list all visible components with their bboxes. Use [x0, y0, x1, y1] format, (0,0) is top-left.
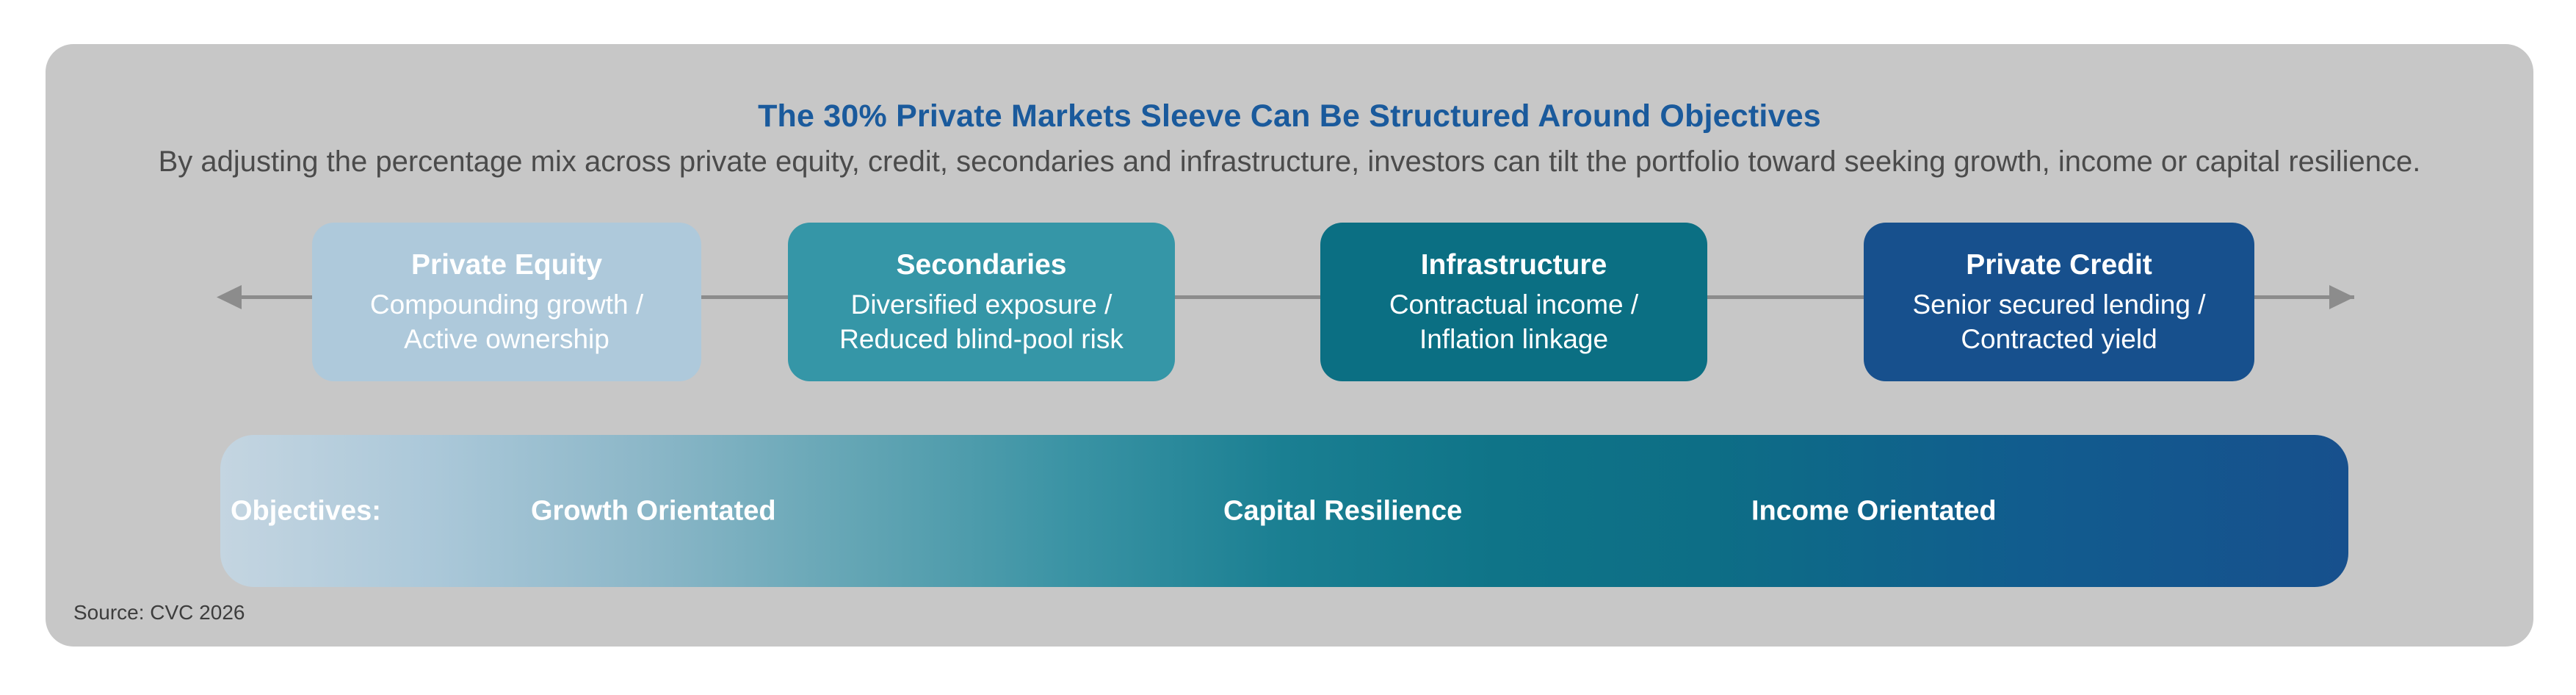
box-description-line: Senior secured lending /: [1912, 289, 2206, 320]
box-description-line: Compounding growth /: [369, 289, 644, 320]
box-description-line: Diversified exposure /: [850, 289, 1112, 320]
box-description-line: Active ownership: [404, 324, 609, 354]
box-description-line: Inflation linkage: [1419, 324, 1609, 354]
box-secondaries: Secondaries Diversified exposure / Reduc…: [788, 223, 1175, 381]
page-title: The 30% Private Markets Sleeve Can Be St…: [758, 98, 1821, 134]
box-description-line: Contracted yield: [1961, 324, 2157, 354]
page-subtitle: By adjusting the percentage mix across p…: [158, 145, 2421, 178]
box-infrastructure: Infrastructure Contractual income / Infl…: [1320, 223, 1707, 381]
right-arrow-icon: [2329, 285, 2354, 309]
spectrum-axis-line: [239, 295, 2354, 299]
left-arrow-icon: [217, 285, 242, 309]
slide-card: The 30% Private Markets Sleeve Can Be St…: [46, 44, 2533, 647]
box-title: Private Equity: [410, 249, 603, 281]
objective-growth-orientated: Growth Orientated: [531, 495, 776, 526]
source-note: Source: CVC 2026: [73, 601, 245, 624]
box-description-line: Contractual income /: [1389, 289, 1639, 320]
box-title: Infrastructure: [1420, 249, 1607, 281]
box-title: Secondaries: [896, 249, 1067, 281]
box-title: Private Credit: [1966, 249, 2152, 281]
objective-capital-resilience: Capital Resilience: [1223, 495, 1463, 526]
box-private-equity: Private Equity Compounding growth / Acti…: [312, 223, 701, 381]
box-description-line: Reduced blind-pool risk: [839, 324, 1124, 354]
box-private-credit: Private Credit Senior secured lending / …: [1864, 223, 2254, 381]
objectives-label: Objectives:: [231, 495, 381, 526]
objectives-bar: Objectives: Growth Orientated Capital Re…: [220, 435, 2348, 587]
objective-income-orientated: Income Orientated: [1751, 495, 1997, 526]
